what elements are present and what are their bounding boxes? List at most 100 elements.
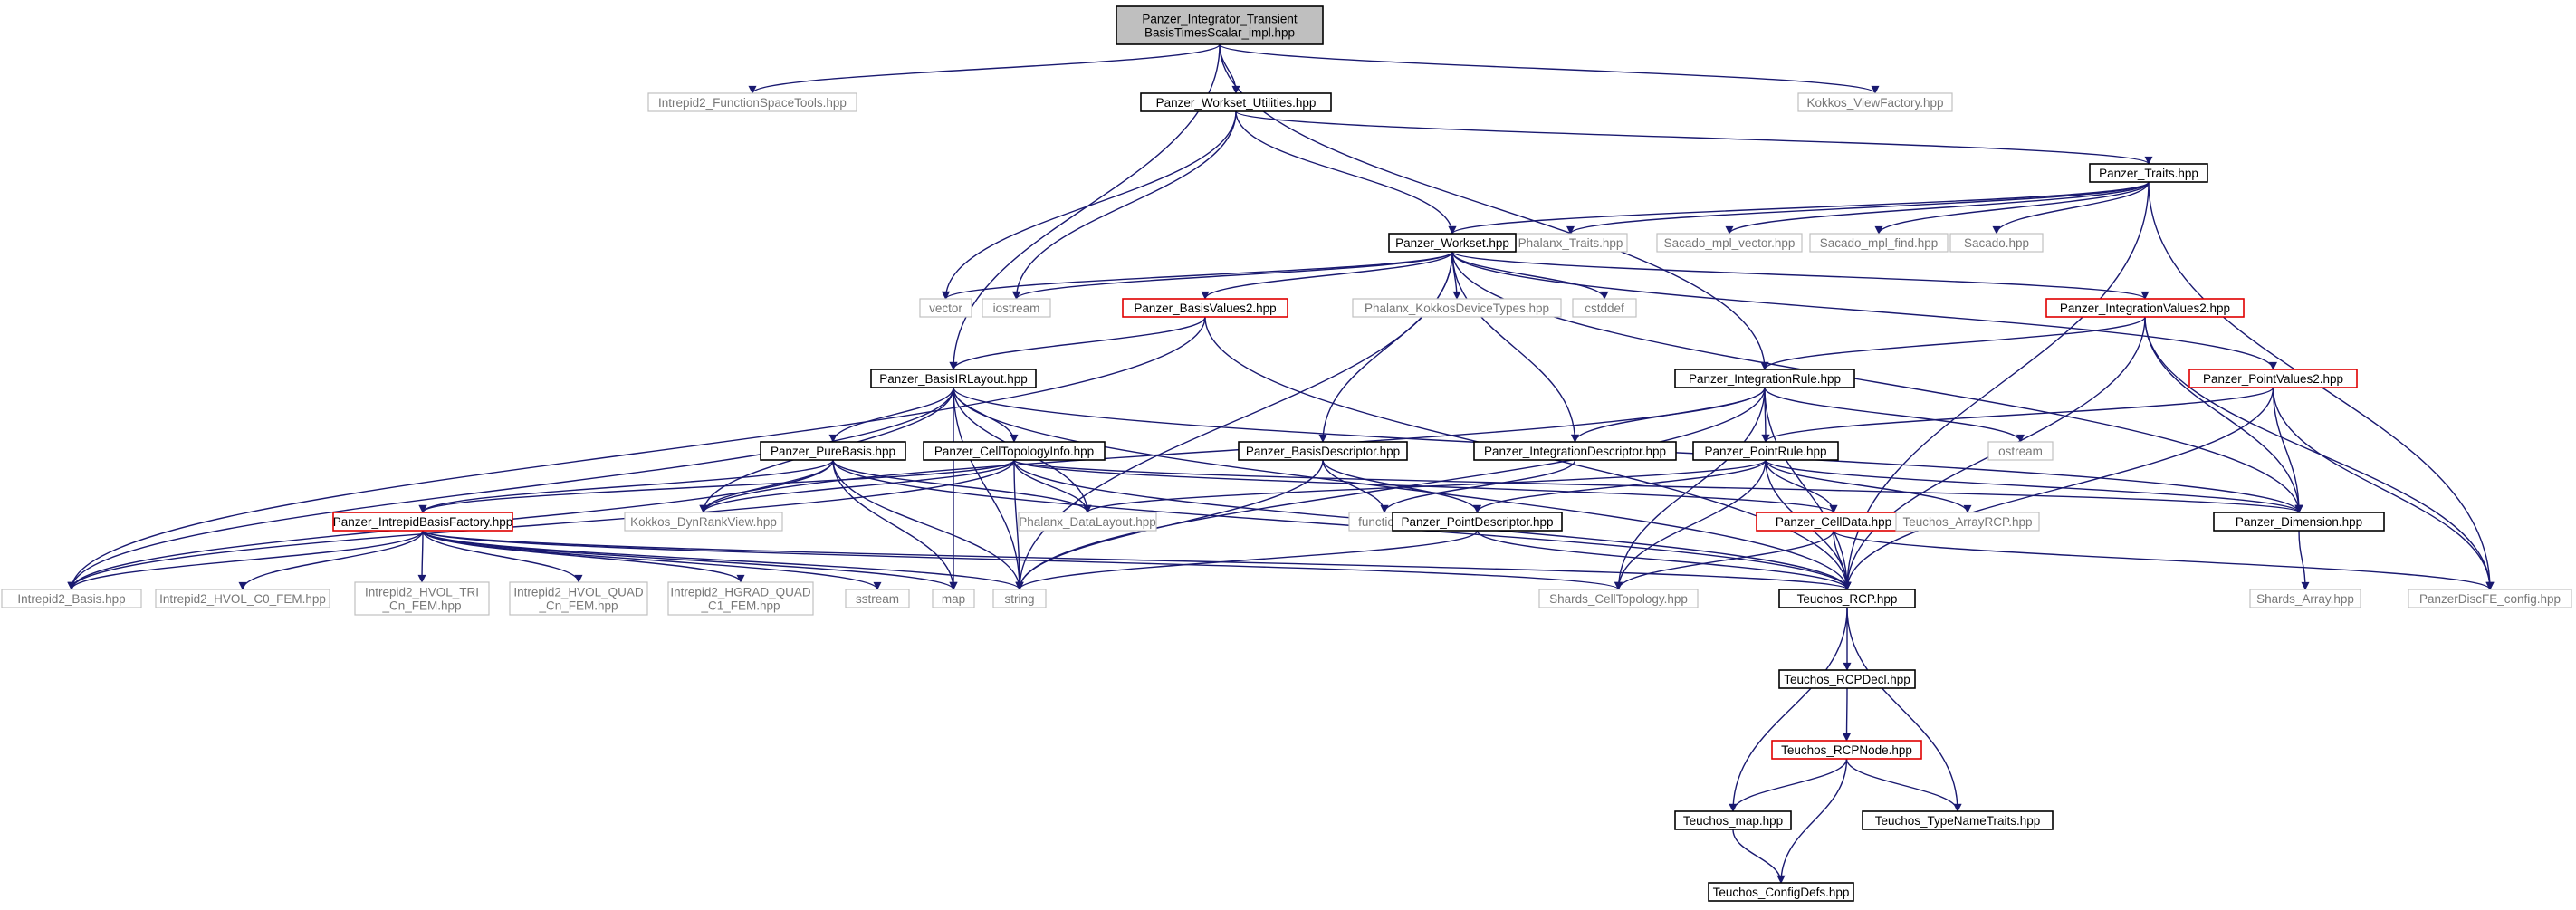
node-hgquad[interactable]: Intrepid2_HGRAD_QUAD_C1_FEM.hpp: [667, 581, 814, 616]
node-ws[interactable]: Panzer_Workset.hpp: [1388, 233, 1517, 253]
node-rcpn-box: [1771, 740, 1922, 760]
node-cstd-box: [1572, 298, 1637, 318]
edge-pr-to-tarcp: [1765, 459, 1972, 513]
node-bv2-box: [1122, 298, 1288, 318]
node-cti[interactable]: Panzer_CellTopologyInfo.hpp: [923, 441, 1106, 461]
node-ws-label: Panzer_Workset.hpp: [1395, 236, 1509, 250]
node-root-box: [1116, 5, 1324, 45]
node-vec[interactable]: vector: [919, 298, 972, 318]
node-sac[interactable]: Sacado.hpp: [1949, 233, 2044, 253]
node-tcd-box: [1708, 882, 1854, 902]
node-rcpn[interactable]: Teuchos_RCPNode.hpp: [1771, 740, 1922, 760]
node-dim[interactable]: Panzer_Dimension.hpp: [2213, 512, 2385, 532]
edge-bv2-to-i2b: [67, 316, 1206, 590]
node-bv2[interactable]: Panzer_BasisValues2.hpp: [1122, 298, 1288, 318]
node-cd[interactable]: Panzer_CellData.hpp: [1756, 512, 1911, 532]
node-ibf[interactable]: Panzer_IntrepidBasisFactory.hpp: [332, 512, 513, 532]
node-str-box: [992, 589, 1047, 608]
node-tnt-label: Teuchos_TypeNameTraits.hpp: [1875, 814, 2041, 828]
node-cstd[interactable]: cstddef: [1572, 298, 1637, 318]
node-pr[interactable]: Panzer_PointRule.hpp: [1692, 441, 1839, 461]
node-wu[interactable]: Panzer_Workset_Utilities.hpp: [1140, 92, 1332, 112]
node-rcpn-label: Teuchos_RCPNode.hpp: [1781, 743, 1912, 757]
edge-pv2-to-dim: [2272, 387, 2303, 513]
node-hvc0-label: Intrepid2_HVOL_C0_FEM.hpp: [159, 592, 326, 606]
edge-ws-to-cstd: [1451, 251, 1609, 300]
node-sstr[interactable]: sstream: [845, 589, 910, 608]
node-hvc0[interactable]: Intrepid2_HVOL_C0_FEM.hpp: [155, 589, 330, 608]
edge-traits-to-ws: [1448, 181, 2150, 235]
node-bd[interactable]: Panzer_BasisDescriptor.hpp: [1238, 441, 1408, 461]
node-smf-label: Sacado_mpl_find.hpp: [1820, 236, 1939, 250]
node-rcpd[interactable]: Teuchos_RCPDecl.hpp: [1778, 669, 1916, 689]
node-root[interactable]: Panzer_Integrator_TransientBasisTimesSca…: [1116, 5, 1324, 45]
node-fst[interactable]: Intrepid2_FunctionSpaceTools.hpp: [647, 92, 857, 112]
edge-pd-to-str: [1015, 530, 1479, 590]
node-birl-box: [870, 369, 1037, 388]
node-ostr-box: [1987, 441, 2054, 461]
node-rcp[interactable]: Teuchos_RCP.hpp: [1778, 589, 1916, 608]
node-tcd[interactable]: Teuchos_ConfigDefs.hpp: [1708, 882, 1854, 902]
node-pv2[interactable]: Panzer_PointValues2.hpp: [2188, 369, 2358, 388]
node-kdrv[interactable]: Kokkos_DynRankView.hpp: [624, 512, 783, 532]
node-map[interactable]: map: [932, 589, 975, 608]
node-pkdt[interactable]: Phalanx_KokkosDeviceTypes.hpp: [1352, 298, 1562, 318]
node-tarcp-label: Teuchos_ArrayRCP.hpp: [1902, 515, 2032, 529]
edge-root-to-wu: [1219, 43, 1240, 94]
edge-ws-to-id: [1451, 251, 1579, 443]
edge-ir-to-kdrv: [699, 387, 1766, 513]
edge-ws-to-bv2: [1201, 251, 1453, 300]
node-sarr[interactable]: Shards_Array.hpp: [2249, 589, 2361, 608]
node-bd-label: Panzer_BasisDescriptor.hpp: [1246, 445, 1400, 458]
node-hvquad-box: [509, 581, 648, 616]
node-ws-box: [1388, 233, 1517, 253]
node-pdl[interactable]: Phalanx_DataLayout.hpp: [1018, 512, 1157, 532]
edge-ibf-to-hvtri: [417, 530, 426, 583]
node-iv2-label: Panzer_IntegrationValues2.hpp: [2060, 302, 2230, 315]
node-smv[interactable]: Sacado_mpl_vector.hpp: [1656, 233, 1803, 253]
node-tnt[interactable]: Teuchos_TypeNameTraits.hpp: [1862, 810, 2054, 830]
edge-bd-to-str: [1015, 459, 1324, 590]
node-ios-label: iostream: [993, 302, 1040, 315]
node-kvf[interactable]: Kokkos_ViewFactory.hpp: [1797, 92, 1953, 112]
node-cti-box: [923, 441, 1106, 461]
node-hgquad-label: Intrepid2_HGRAD_QUAD: [670, 586, 811, 599]
node-ir[interactable]: Panzer_IntegrationRule.hpp: [1674, 369, 1855, 388]
node-pb[interactable]: Panzer_PureBasis.hpp: [760, 441, 906, 461]
edge-ws-to-pv2: [1451, 251, 2277, 370]
edge-ibf-to-rcp: [422, 530, 1852, 590]
node-hvtri[interactable]: Intrepid2_HVOL_TRI_Cn_FEM.hpp: [354, 581, 490, 616]
node-hvquad[interactable]: Intrepid2_HVOL_QUAD_Cn_FEM.hpp: [509, 581, 648, 616]
node-str[interactable]: string: [992, 589, 1047, 608]
node-phtr-label: Phalanx_Traits.hpp: [1518, 236, 1623, 250]
node-pdfe[interactable]: PanzerDiscFE_config.hpp: [2408, 589, 2572, 608]
node-tarcp[interactable]: Teuchos_ArrayRCP.hpp: [1895, 512, 2040, 532]
node-traits[interactable]: Panzer_Traits.hpp: [2089, 163, 2208, 183]
node-sac-label: Sacado.hpp: [1964, 236, 2029, 250]
node-iv2[interactable]: Panzer_IntegrationValues2.hpp: [2045, 298, 2245, 318]
node-tnt-box: [1862, 810, 2054, 830]
node-wu-box: [1140, 92, 1332, 112]
node-i2b[interactable]: Intrepid2_Basis.hpp: [1, 589, 142, 608]
edge-cti-to-kdrv: [699, 459, 1015, 513]
edge-bv2-to-birl: [949, 316, 1206, 370]
node-tmap[interactable]: Teuchos_map.hpp: [1674, 810, 1792, 830]
node-sct[interactable]: Shards_CellTopology.hpp: [1538, 589, 1699, 608]
node-hgquad-box: [667, 581, 814, 616]
edge-iv2-to-pdfe: [2144, 316, 2495, 590]
node-birl[interactable]: Panzer_BasisIRLayout.hpp: [870, 369, 1037, 388]
node-phtr[interactable]: Phalanx_Traits.hpp: [1513, 233, 1628, 253]
edge-birl-to-rcp: [953, 387, 1852, 590]
node-dim-box: [2213, 512, 2385, 532]
node-smf[interactable]: Sacado_mpl_find.hpp: [1809, 233, 1949, 253]
node-hvc0-box: [155, 589, 330, 608]
node-pd[interactable]: Panzer_PointDescriptor.hpp: [1392, 512, 1563, 532]
node-smv-box: [1656, 233, 1803, 253]
node-i2b-box: [1, 589, 142, 608]
edge-birl-to-i2b: [67, 387, 954, 590]
node-ios[interactable]: iostream: [982, 298, 1051, 318]
edge-ibf-to-str: [422, 530, 1024, 590]
node-id[interactable]: Panzer_IntegrationDescriptor.hpp: [1473, 441, 1677, 461]
node-ostr[interactable]: ostream: [1987, 441, 2054, 461]
node-hvtri-label: Intrepid2_HVOL_TRI: [365, 586, 479, 599]
